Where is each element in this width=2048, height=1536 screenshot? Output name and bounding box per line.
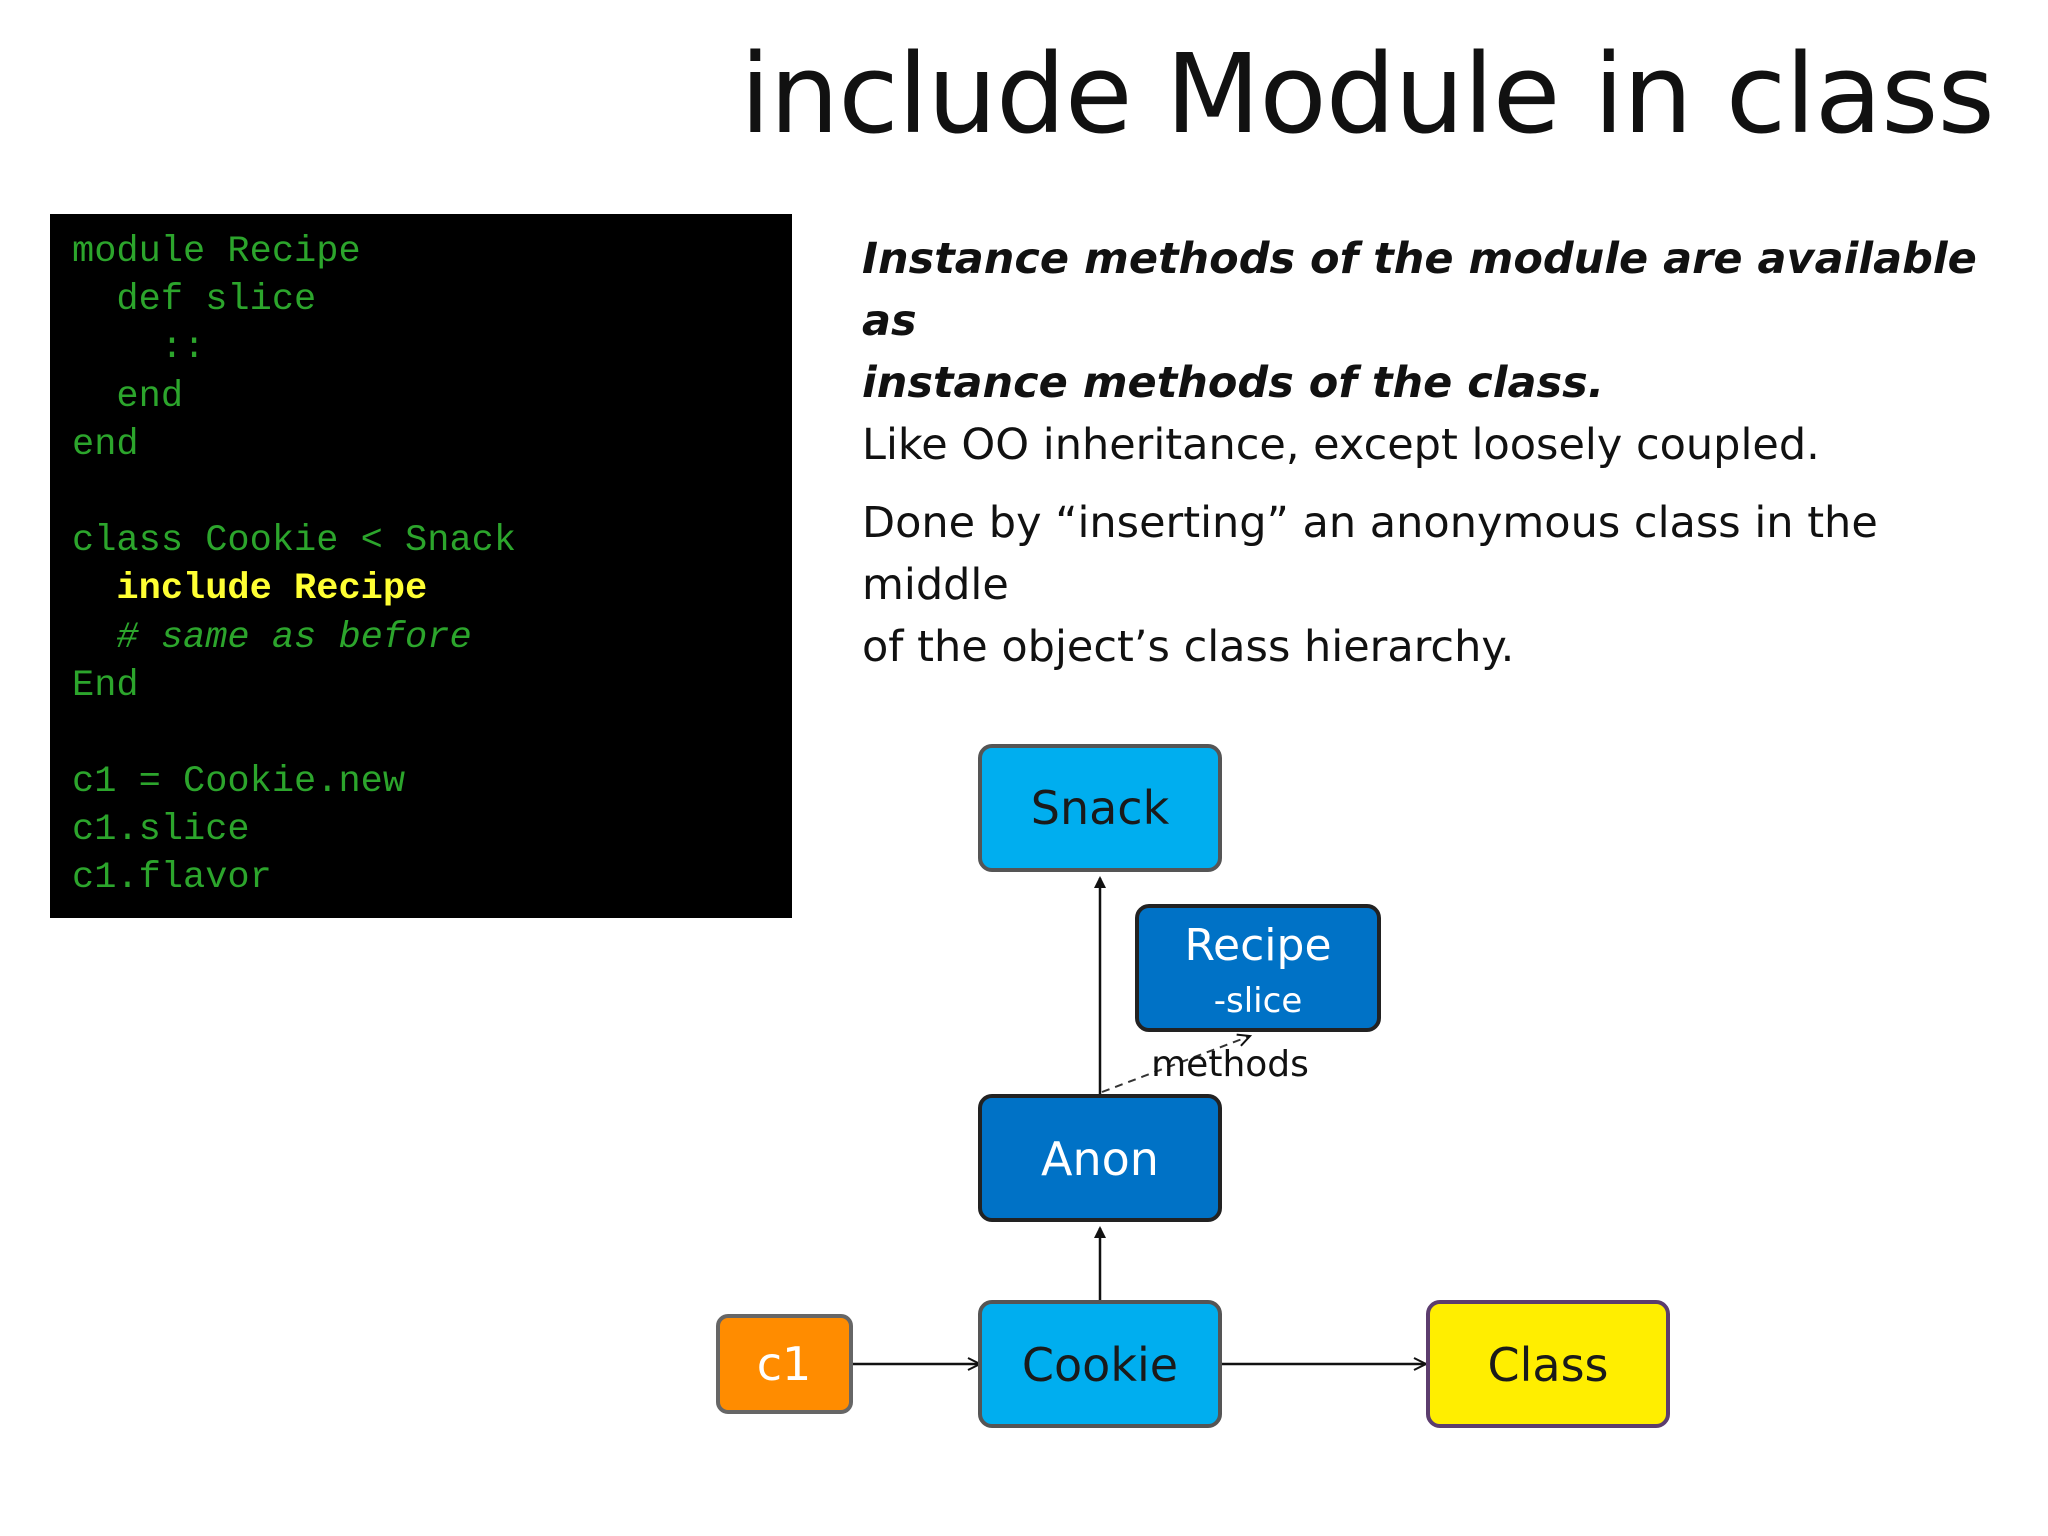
description: Instance methods of the module are avail… [862,228,2012,678]
slide-title: include Module in class [740,30,1995,158]
node-recipe: Recipe -slice [1135,904,1381,1032]
description-line: Like OO inheritance, except loosely coup… [862,420,1820,470]
node-recipe-label: Recipe [1184,920,1331,971]
node-snack-label: Snack [1031,781,1170,835]
node-recipe-box [1135,904,1381,1032]
node-class-box [1426,1300,1670,1428]
description-line: Done by “inserting” an anonymous class i… [862,498,1878,610]
node-recipe-sublabel: -slice [1214,981,1303,1021]
node-class-label: Class [1487,1338,1608,1392]
code-line: c1 = Cookie.new [72,761,406,804]
node-c1-box [716,1314,853,1414]
node-cookie-label: Cookie [1022,1338,1178,1392]
code-block: module Recipe def slice :: end end class… [50,214,792,918]
code-line: c1.flavor [72,857,272,900]
code-line-highlighted: include Recipe [72,568,428,611]
node-anon-label: Anon [1041,1132,1159,1186]
code-line: c1.slice [72,809,250,852]
node-c1-label: c1 [757,1337,812,1391]
code-line: :: [72,327,206,370]
code-line: class Cookie < Snack [72,520,517,563]
node-c1: c1 [716,1314,853,1414]
node-anon: Anon [978,1094,1222,1222]
node-class: Class [1426,1300,1670,1428]
node-snack: Snack [978,744,1222,872]
node-cookie: Cookie [978,1300,1222,1428]
node-snack-box [978,744,1222,872]
code-line: End [72,664,139,707]
description-emphasis-line: instance methods of the class. [862,358,1605,408]
node-cookie-box [978,1300,1222,1428]
node-anon-box [978,1094,1222,1222]
code-line: end [72,375,184,418]
code-line: def slice [72,279,317,322]
edge-anon-to-recipe-dashed [1101,1036,1250,1093]
description-emphasis-line: Instance methods of the module are avail… [862,234,1977,346]
code-comment: # same as before [72,616,472,659]
edge-methods-label: methods [1151,1044,1309,1085]
description-line: of the object’s class hierarchy. [862,622,1515,672]
code-line: end [72,423,139,466]
code-line: module Recipe [72,231,361,273]
